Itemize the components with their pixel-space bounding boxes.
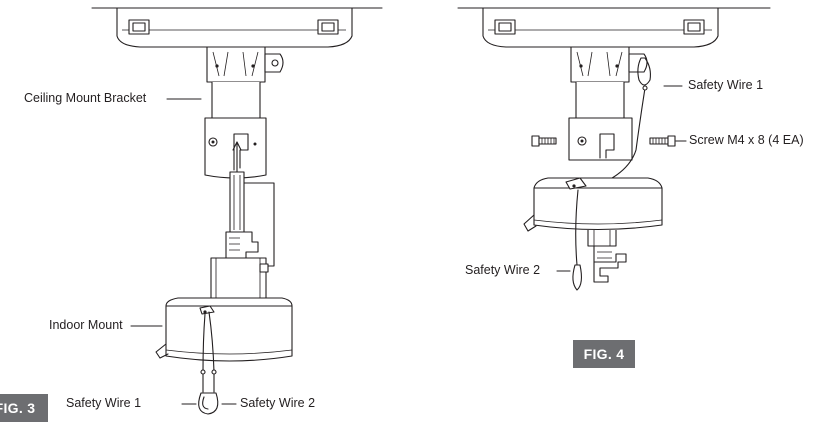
fig4-tag: FIG. 4: [573, 340, 635, 368]
fig3-label-safety-wire-1: Safety Wire 1: [66, 396, 142, 410]
fig3-label-ceiling-mount-bracket: Ceiling Mount Bracket: [24, 91, 147, 105]
fig3-ceiling-hinge: [206, 46, 284, 83]
fig4-leader-lines: [556, 85, 687, 272]
fig4-indoor-mount: [523, 177, 663, 232]
fig3-label-safety-wire-2: Safety Wire 2: [240, 396, 316, 410]
fig4-label-safety-wire-2: Safety Wire 2: [465, 263, 541, 277]
fig3-tag: FIG. 3: [0, 394, 48, 422]
fig3-mount-collar: [210, 257, 269, 299]
fig3-label-indoor-mount: Indoor Mount: [49, 318, 123, 332]
fig3-mount-pole: [225, 171, 259, 259]
fig3-ceiling-plate: [116, 7, 353, 48]
fig3-safety-wires: [198, 311, 219, 415]
fig4-illustration: [457, 7, 771, 291]
fig3-leader-lines: [130, 98, 237, 405]
fig4-safety-wire-2: [572, 189, 583, 291]
fig4-ceiling-plate: [482, 7, 719, 48]
fig4-label-safety-wire-1: Safety Wire 1: [688, 78, 764, 92]
fig3-illustration: [91, 7, 383, 415]
fig4-ceiling-hinge: [570, 46, 648, 83]
fig3-ceiling-mount-bracket: [204, 82, 267, 179]
fig4-label-screw: Screw M4 x 8 (4 EA): [689, 133, 804, 147]
fig4-mount-pole: [587, 230, 627, 283]
fig4-ceiling-mount-bracket: [568, 82, 633, 161]
fig4-screw-right: [649, 135, 676, 147]
fig3-indoor-mount: [155, 297, 293, 362]
fig4-screw-left: [531, 135, 557, 147]
